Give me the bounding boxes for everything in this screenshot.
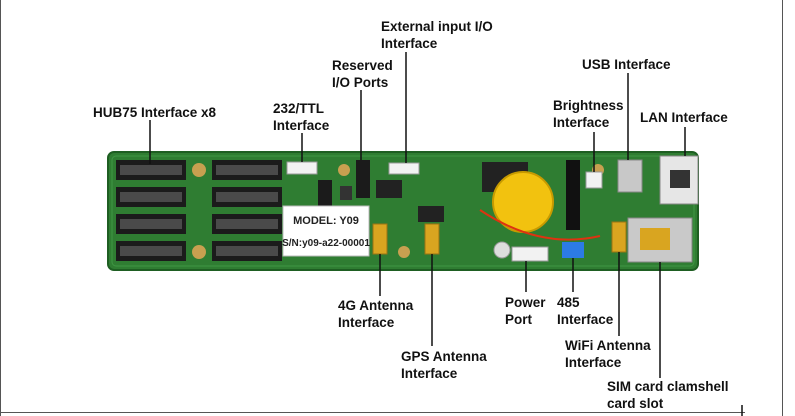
sticker-serial-text: S/N:y09-a22-00001 <box>282 238 370 249</box>
left-border <box>0 0 1 416</box>
label-485-line1: 485 <box>557 295 580 310</box>
right-border <box>782 0 783 416</box>
external-io-connector <box>388 162 420 175</box>
hub75-connectors <box>116 160 282 261</box>
label-reserved-line1: Reserved <box>332 58 393 73</box>
brightness-connector <box>585 171 603 189</box>
label-4g-line1: 4G Antenna <box>338 298 414 313</box>
label-wifi-line1: WiFi Antenna <box>565 338 651 353</box>
label-4g: 4G Antenna Interface <box>338 297 413 331</box>
reserved-io-header <box>318 180 332 210</box>
label-power-line2: Port <box>505 312 532 327</box>
label-sim-line2: card slot <box>607 396 664 411</box>
label-sim-line1: SIM card clamshell <box>607 379 729 394</box>
antenna-4g-connector <box>372 223 388 255</box>
antenna-wifi-connector <box>611 221 627 253</box>
power-capacitor <box>493 241 511 259</box>
pcb-board <box>107 151 699 271</box>
label-wifi-line2: Interface <box>565 355 622 370</box>
label-power: Power Port <box>505 294 546 328</box>
label-4g-line2: Interface <box>338 315 395 330</box>
label-ttl-line2: Interface <box>273 118 330 133</box>
label-gps-line2: Interface <box>401 366 458 381</box>
label-ttl-line1: 232/TTL <box>273 101 325 116</box>
model-sticker <box>282 205 370 257</box>
bottom-border <box>0 412 745 413</box>
label-gps-line1: GPS Antenna <box>401 349 487 364</box>
label-sim: SIM card clamshell card slot <box>607 378 729 412</box>
label-gps: GPS Antenna Interface <box>401 348 487 382</box>
usb-connector <box>617 159 643 193</box>
label-external-line1: External input I/O <box>381 19 493 34</box>
label-reserved-line2: I/O Ports <box>332 75 389 90</box>
label-hub75: HUB75 Interface x8 <box>93 105 217 120</box>
label-brightness-line1: Brightness <box>553 98 624 113</box>
label-485-line2: Interface <box>557 312 614 327</box>
antenna-gps-connector <box>424 223 440 255</box>
label-lan: LAN Interface <box>640 110 728 125</box>
label-brightness-line2: Interface <box>553 115 610 130</box>
sticker-model-text: MODEL: Y09 <box>293 215 359 227</box>
label-brightness: Brightness Interface <box>553 97 624 131</box>
label-ttl: 232/TTL Interface <box>273 100 329 134</box>
rs485-terminal <box>562 242 584 258</box>
label-wifi: WiFi Antenna Interface <box>565 337 651 371</box>
reserved-io-header <box>356 160 370 198</box>
label-external: External input I/O Interface <box>381 18 493 52</box>
label-485: 485 Interface <box>557 294 613 328</box>
label-power-line1: Power <box>505 295 546 310</box>
ttl-connector <box>286 161 318 175</box>
label-reserved: Reserved I/O Ports <box>332 57 393 91</box>
label-external-line2: Interface <box>381 36 438 51</box>
power-connector <box>511 246 549 262</box>
label-usb: USB Interface <box>582 57 671 72</box>
